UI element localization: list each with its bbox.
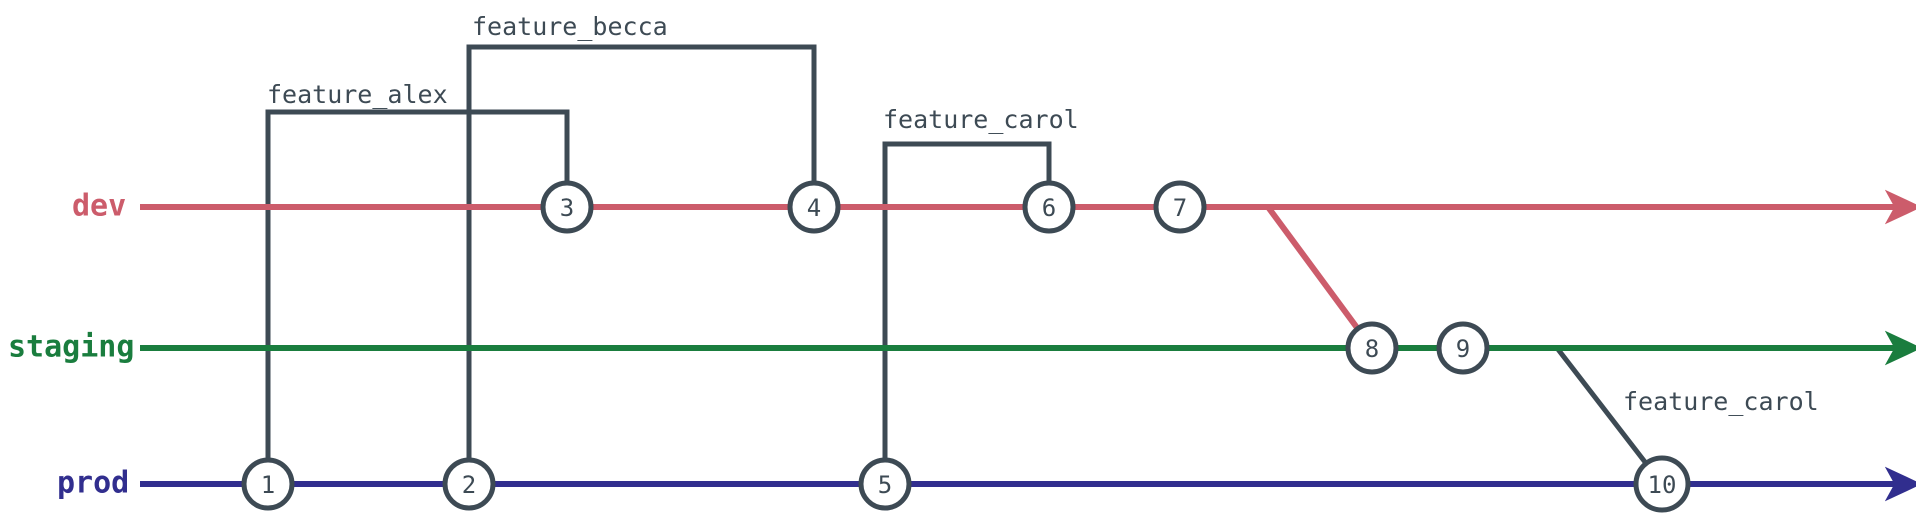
trunk-lines <box>140 189 1916 502</box>
feature-branch-label-alex: feature_alex <box>267 80 448 109</box>
commit-node-4[interactable]: 4 <box>787 180 841 234</box>
branch-label-dev: dev <box>72 189 126 224</box>
commit-nodes: 1 2 3 4 5 6 7 <box>241 180 1691 513</box>
commit-node-6[interactable]: 6 <box>1022 180 1076 234</box>
commit-label: 1 <box>261 471 275 499</box>
feature-branch-path-alex <box>265 109 570 484</box>
feature-branch-labels: feature_alex feature_becca feature_carol… <box>267 12 1819 416</box>
commit-label: 10 <box>1648 471 1677 499</box>
feature-branch-path-carol <box>882 141 1052 484</box>
commit-node-9[interactable]: 9 <box>1436 321 1490 375</box>
commit-circle[interactable] <box>442 457 496 511</box>
branch-labels: dev staging prod <box>8 189 134 501</box>
commit-circle[interactable] <box>858 457 912 511</box>
commit-node-1[interactable]: 1 <box>241 457 295 511</box>
commit-circle[interactable] <box>241 457 295 511</box>
branch-off-links <box>1555 346 1664 486</box>
commit-label: 6 <box>1042 194 1056 222</box>
commit-circle[interactable] <box>787 180 841 234</box>
branch-label-prod: prod <box>57 466 129 501</box>
commit-circle[interactable] <box>1633 455 1691 513</box>
merge-links <box>1265 205 1375 350</box>
feature-branch-paths <box>265 44 1052 484</box>
feature-branch-label-becca: feature_becca <box>472 12 668 41</box>
commit-node-3[interactable]: 3 <box>540 180 594 234</box>
commit-circle[interactable] <box>1436 321 1490 375</box>
commit-node-2[interactable]: 2 <box>442 457 496 511</box>
branch-label-staging: staging <box>8 330 134 365</box>
commit-node-10[interactable]: 10 <box>1633 455 1691 513</box>
commit-circle[interactable] <box>1022 180 1076 234</box>
commit-node-5[interactable]: 5 <box>858 457 912 511</box>
commit-label: 4 <box>807 194 821 222</box>
commit-node-7[interactable]: 7 <box>1153 180 1207 234</box>
feature-branch-label-carol-bottom: feature_carol <box>1623 387 1819 416</box>
commit-label: 5 <box>878 471 892 499</box>
commit-circle[interactable] <box>540 180 594 234</box>
commit-label: 8 <box>1365 335 1379 363</box>
commit-node-8[interactable]: 8 <box>1345 321 1399 375</box>
branch-off-line-feature-carol <box>1555 346 1664 486</box>
commit-label: 9 <box>1456 335 1470 363</box>
commit-label: 3 <box>560 194 574 222</box>
feature-branch-path-becca <box>466 44 817 484</box>
commit-circle[interactable] <box>1345 321 1399 375</box>
merge-line-dev-to-staging <box>1265 205 1375 350</box>
commit-circle[interactable] <box>1153 180 1207 234</box>
commit-label: 2 <box>462 471 476 499</box>
commit-label: 7 <box>1173 194 1187 222</box>
feature-branch-label-carol-top: feature_carol <box>883 105 1079 134</box>
